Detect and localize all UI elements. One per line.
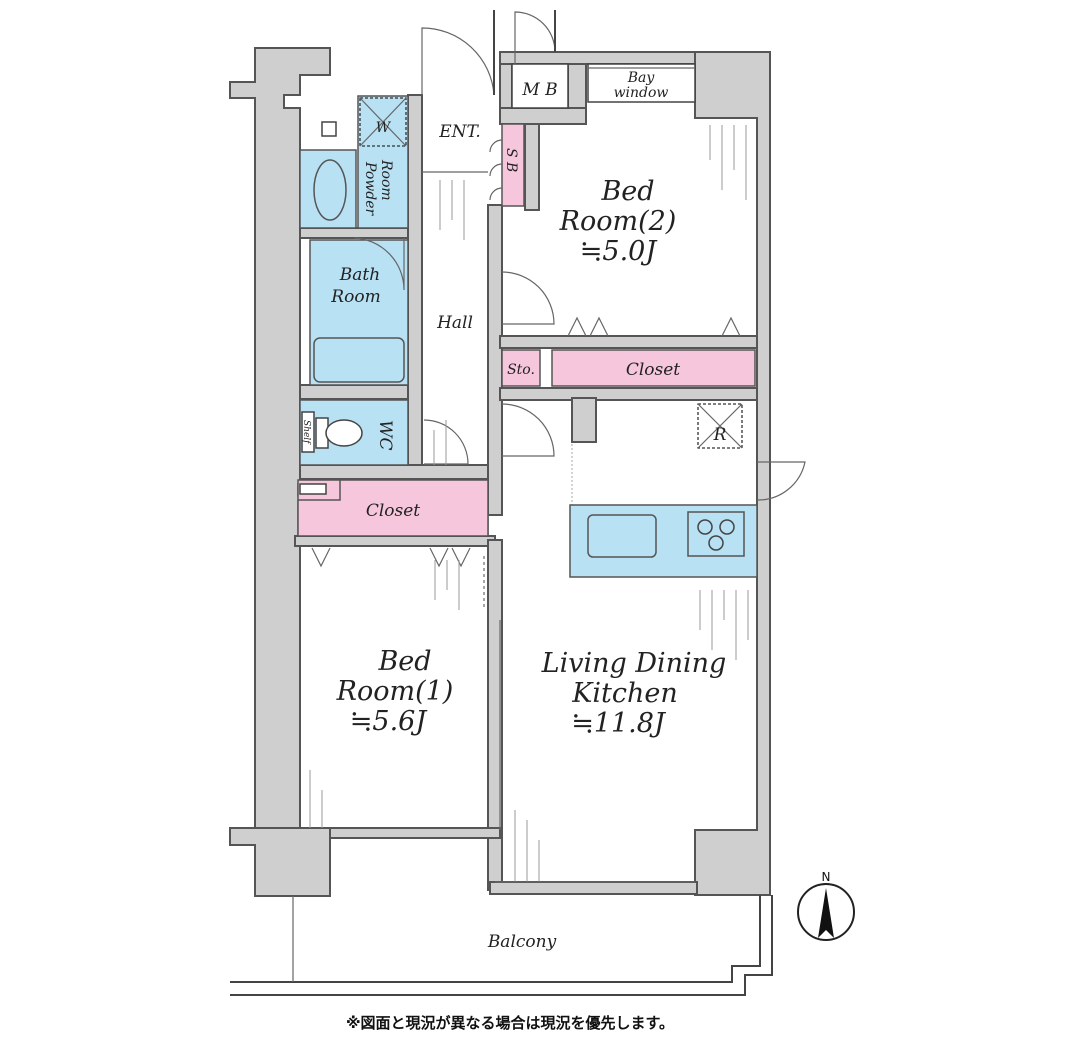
fridge-label: R bbox=[713, 425, 727, 445]
br1-area: ≒5.6J bbox=[350, 706, 429, 737]
small-duct bbox=[321, 121, 337, 137]
ldk: R Living Dining Kitchen ≒11.8J bbox=[495, 403, 806, 883]
washbasin bbox=[313, 159, 347, 221]
kitchen-sink bbox=[587, 514, 657, 558]
wc-shelf bbox=[301, 411, 315, 453]
br1-bottom-wall bbox=[329, 827, 501, 839]
wet-divider-2 bbox=[299, 384, 409, 400]
powder-label-1: Powder bbox=[362, 161, 378, 217]
ldk-label-2: Kitchen bbox=[571, 678, 678, 709]
burner-3 bbox=[708, 535, 724, 551]
walls bbox=[229, 47, 771, 897]
hall-hatching bbox=[433, 180, 465, 465]
bay-window-label-2: window bbox=[614, 85, 669, 101]
bay-window-label-1: Bay bbox=[627, 70, 656, 86]
compass-needle-icon bbox=[818, 888, 834, 938]
toilet-bowl bbox=[325, 419, 363, 447]
shoe-box bbox=[501, 123, 525, 207]
closet-top bbox=[551, 349, 756, 387]
stove bbox=[687, 511, 745, 557]
wet-divider-1 bbox=[299, 227, 409, 239]
kitchen-counter bbox=[569, 504, 758, 578]
br2-closet-doors bbox=[567, 316, 741, 337]
balcony-rail-outer bbox=[230, 895, 773, 996]
shelf-label: Shelf bbox=[301, 420, 311, 445]
bedroom-1: Closet Bed Room(1) ≒5.6J bbox=[297, 479, 489, 828]
closet-bottom-wall bbox=[294, 535, 496, 547]
compass: N bbox=[797, 870, 855, 941]
shoe-box-doors bbox=[489, 139, 503, 201]
wc-bottom-wall bbox=[299, 464, 493, 480]
br2-bottom-wall bbox=[499, 335, 758, 349]
ldk-pillar bbox=[571, 397, 597, 443]
balcony-rail-inner bbox=[230, 895, 761, 983]
compass-label: N bbox=[822, 870, 831, 884]
hall: ENT. Hall S B bbox=[421, 10, 525, 465]
storage bbox=[501, 349, 541, 387]
right-wall bbox=[694, 51, 771, 896]
powder-label-2: Room bbox=[378, 159, 394, 201]
wc: Shelf WC bbox=[299, 399, 469, 466]
bath-label-1: Bath bbox=[339, 265, 380, 285]
washer-label: W bbox=[376, 120, 392, 136]
ldk-door bbox=[501, 403, 555, 457]
br2-label-1: Bed bbox=[600, 176, 654, 207]
washbasin-counter bbox=[299, 149, 357, 229]
bay-window: Bay window bbox=[587, 63, 696, 103]
left-bottom-column bbox=[229, 827, 331, 897]
bathroom: Bath Room bbox=[309, 237, 409, 386]
bath-door bbox=[353, 237, 405, 291]
powder-room: W Powder Room bbox=[299, 95, 409, 229]
left-wall bbox=[229, 47, 331, 831]
fridge-cross-2 bbox=[697, 403, 743, 449]
burner-2 bbox=[719, 519, 735, 535]
shoe-box-label: S B bbox=[503, 148, 519, 172]
ldk-label-1: Living Dining bbox=[541, 648, 727, 679]
ldk-bottom-wall bbox=[489, 881, 698, 895]
hall-left-wall bbox=[407, 94, 423, 468]
burner-1 bbox=[697, 519, 713, 535]
hall-label: Hall bbox=[436, 313, 473, 333]
sb-wall bbox=[524, 123, 540, 211]
meter-box: M B bbox=[511, 10, 569, 109]
washer-cross-2 bbox=[359, 97, 407, 147]
br1-closet-doors bbox=[311, 547, 471, 568]
ldk-side-door bbox=[756, 461, 806, 501]
bedroom-2: Bed Room(2) ≒5.0J bbox=[501, 125, 747, 337]
closet-bottom-wall-ldk bbox=[499, 387, 758, 401]
balcony: Balcony bbox=[230, 895, 773, 996]
entrance-door bbox=[421, 27, 495, 96]
br1-label-1: Bed bbox=[377, 646, 431, 677]
mb-bottom-wall bbox=[499, 107, 587, 125]
storage-closet: Sto. Closet bbox=[501, 349, 756, 387]
closet-left-label: Closet bbox=[366, 501, 420, 521]
disclaimer: ※図面と現況が異なる場合は現況を優先します。 bbox=[346, 1014, 674, 1032]
bath-label-2: Room bbox=[330, 287, 380, 307]
hall-right-wall bbox=[487, 204, 503, 516]
ldk-hatching bbox=[514, 590, 749, 882]
bay-window-area bbox=[587, 63, 696, 103]
wc-door bbox=[423, 419, 469, 465]
meter-box-area bbox=[511, 63, 569, 109]
storage-label: Sto. bbox=[507, 362, 535, 378]
br2-hatching bbox=[709, 125, 747, 200]
closet-niche bbox=[299, 483, 327, 495]
wc-label: WC bbox=[375, 420, 395, 450]
entrance-label: ENT. bbox=[438, 122, 481, 142]
balcony-label: Balcony bbox=[487, 932, 557, 952]
br1-hatching bbox=[309, 560, 460, 828]
meter-box-label: M B bbox=[521, 80, 557, 100]
br2-area: ≒5.0J bbox=[580, 236, 659, 267]
ldk-area: ≒11.8J bbox=[571, 708, 667, 739]
bathtub bbox=[313, 337, 405, 383]
closet-left-shape bbox=[297, 479, 489, 537]
br2-top-wall bbox=[499, 51, 696, 65]
closet-top-label: Closet bbox=[626, 360, 680, 380]
br2-door bbox=[501, 271, 555, 325]
bathroom-floor bbox=[309, 239, 409, 386]
br1-label-2: Room(1) bbox=[336, 676, 454, 707]
br2-label-2: Room(2) bbox=[559, 206, 677, 237]
